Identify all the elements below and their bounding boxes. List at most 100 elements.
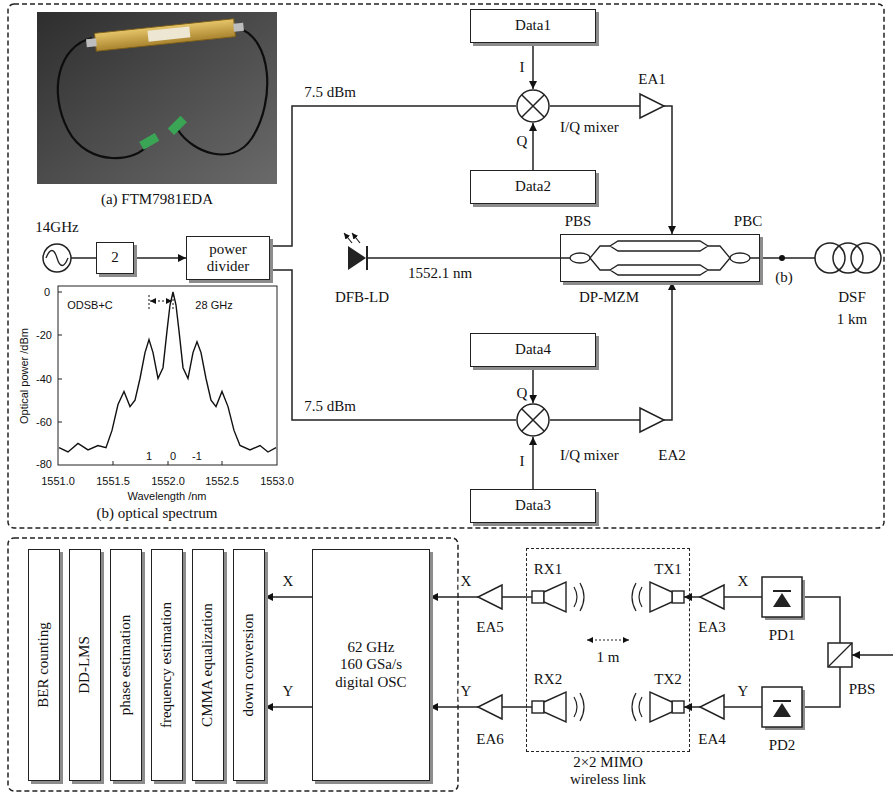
fiber-wire [802,597,840,707]
detector-name: PD2 [769,737,796,754]
waveguide [590,246,610,270]
amplifier-name: EA5 [476,619,504,636]
mixer-circle [517,90,549,122]
device-name: DFB-LD [335,289,389,306]
antenna-group [532,582,684,722]
power-divider: power divider [186,236,270,280]
dsp-block: BER counting [28,549,60,781]
connector-label: Y [281,683,296,700]
source-frequency: 14GHz [35,219,78,236]
plot-annotation: 28 GHz [195,299,232,312]
port-name: PBC [734,213,762,230]
waveguide [708,246,730,270]
axis-title: Optical power /dBm [18,328,31,424]
wavelength-label: 1552.1 nm [408,265,472,282]
tx-horn-antenna [650,692,672,722]
fiber-pigtail [178,28,267,154]
connector-label: I [518,59,527,76]
waveguide [610,265,708,275]
tick-label: 0 [44,286,50,299]
amplifier-symbol [700,695,724,719]
node-text: frequency estimation [158,602,175,728]
antenna-name: TX1 [654,561,682,578]
iq-mixer: I/Q mixer [516,403,550,437]
tick-label: 1551.5 [96,475,130,488]
node-text: 62 GHz 160 GSa/s digital OSC [335,639,407,691]
wave-arcs [632,583,642,611]
port-name: PBS [565,213,592,230]
signal-connector [134,257,186,259]
amplifier-name: EA6 [476,731,504,748]
data-source-box: Data3 [470,489,596,523]
pbs-diagonal [828,643,852,667]
fiber-name: DSF [838,289,866,306]
amplifier-symbol [640,408,664,432]
spacing-guide [149,295,173,311]
tick-label: 1552.5 [205,475,239,488]
fiber-connector [139,133,159,150]
tick-label: 1552.0 [151,475,185,488]
tick-label: -20 [36,329,52,342]
spacing-arrow [150,301,172,302]
tick-label: -40 [36,373,52,386]
emission-arrow [352,233,360,243]
output-fiber [760,257,815,259]
mixer-circle [517,404,549,436]
connector-label: 7.5 dBm [302,398,358,415]
pbs-cube [828,643,852,667]
monitor-point [779,255,785,261]
wave-arcs [632,693,642,721]
radio-waves [574,583,642,721]
transmitter-frame [8,4,884,528]
amplifier-name: EA4 [698,731,726,748]
tx-horn-antenna [650,582,672,612]
emission-arrow [344,233,352,243]
connector-label: Q [515,385,530,402]
connector-label: X [459,573,474,590]
connector-label: 7.5 dBm [302,84,358,101]
receiver-dsp-frame [8,538,458,791]
tick-label: -60 [36,416,52,429]
plot-caption: (b) optical spectrum [97,505,218,522]
node-text: DP-MZM [579,289,639,306]
photodetector-box [762,577,802,617]
amplifier-symbol [478,585,502,609]
dsp-block: down conversion [233,549,265,781]
tx-antenna-feed [672,701,684,713]
node-text: Data3 [515,497,551,514]
distance-label: 1 m [597,649,620,666]
modulator-module [85,18,244,52]
fiber-connector [168,116,187,135]
antenna-name: TX2 [654,671,682,688]
connector-label: X [281,573,296,590]
wave-arcs [574,583,584,611]
dsp-block: CMMA equalization [192,549,224,781]
signal-connector [532,43,534,89]
sine-symbol [46,251,68,266]
rf-wire [71,257,96,259]
device-photo [37,12,277,184]
module-body [94,19,235,52]
mixer-symbol [516,89,550,123]
point-marker: (b) [775,269,793,286]
input-fiber [852,654,893,656]
optical-fiber [367,257,560,259]
mixer-cross [522,95,545,118]
dsp-block: DD-LMS [69,549,101,781]
signal-connector [532,437,534,489]
signal-connector [265,706,312,708]
antenna-name: RX1 [534,561,562,578]
rx-horn-antenna [544,692,566,722]
waveguide [610,241,708,251]
frequency-doubler: 2 [96,242,134,274]
wave-arcs [574,693,584,721]
node-text: 2×2 MIMO wireless link [558,754,658,789]
amplifier-name: EA2 [658,447,686,464]
device-name: PBS [849,681,876,698]
mixer-symbol [516,403,550,437]
rx-antenna-feed [532,701,544,713]
rx-horn-antenna [544,582,566,612]
module-label [147,26,190,41]
node-text: Data1 [515,17,551,34]
fiber-spool [851,243,881,273]
